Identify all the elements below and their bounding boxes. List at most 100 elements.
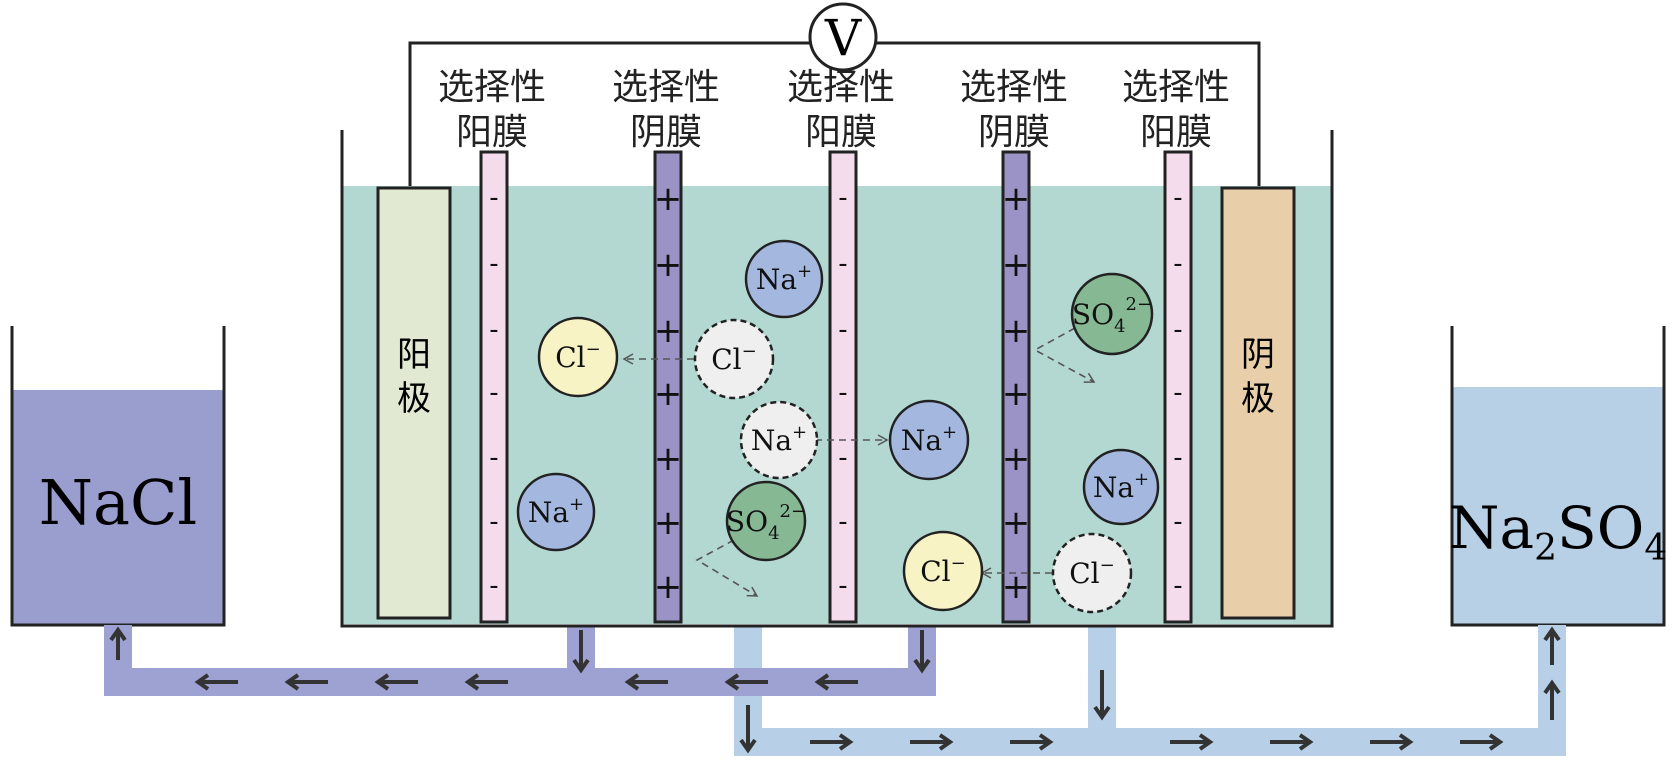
migration-arrows bbox=[622, 327, 1096, 597]
membrane-charge-sign: - bbox=[1173, 571, 1182, 601]
ion-formula: Na+ bbox=[1093, 469, 1149, 504]
circuit-wire-right bbox=[876, 41, 1261, 186]
cl-ion: Cl− bbox=[1051, 532, 1133, 614]
membrane-charge-sign: - bbox=[489, 315, 498, 345]
na2so4-label-so: SO bbox=[1557, 494, 1644, 562]
cathode-label-char2: 极 bbox=[1241, 379, 1275, 419]
ion-formula: Cl− bbox=[555, 339, 600, 374]
membrane-label-line2: 阴膜 bbox=[978, 112, 1050, 153]
ion-formula: Na+ bbox=[901, 422, 957, 457]
membrane-charge-sign: - bbox=[489, 571, 498, 601]
na2so4-label-na: Na bbox=[1449, 494, 1534, 562]
membrane-charge-sign: - bbox=[838, 378, 847, 408]
membrane-charge-sign: - bbox=[1173, 443, 1182, 473]
na2so4-tank-liquid bbox=[1452, 387, 1664, 625]
na-ion: Na+ bbox=[739, 400, 819, 480]
membrane-charge-sign: + bbox=[1002, 311, 1031, 351]
external-circuit: V bbox=[408, 2, 1261, 186]
ion-circle bbox=[1082, 448, 1160, 526]
ion-formula: Cl− bbox=[711, 341, 756, 376]
anion-membrane-strip bbox=[653, 150, 683, 624]
membrane-charge-sign: + bbox=[1002, 179, 1031, 219]
membrane-charge-sign: - bbox=[838, 571, 847, 601]
na2so4-label-sub2: 2 bbox=[1534, 528, 1557, 569]
cathode-label-char1: 阴 bbox=[1241, 335, 1275, 375]
membrane-charge-sign: - bbox=[838, 507, 847, 537]
anion-membrane-strip bbox=[1001, 150, 1031, 624]
ion-formula: Cl− bbox=[920, 553, 965, 588]
membrane-charge-sign: - bbox=[1173, 507, 1182, 537]
ion-ghost-circle bbox=[1051, 532, 1133, 614]
cation-membrane-strip bbox=[1163, 150, 1193, 624]
membrane-charge-sign: - bbox=[838, 249, 847, 279]
cl-ion: Cl− bbox=[693, 318, 775, 400]
na-ion: Na+ bbox=[888, 399, 970, 481]
membrane-label-line2: 阳膜 bbox=[456, 112, 528, 153]
ion-circle bbox=[744, 239, 824, 319]
membrane-label-line1: 选择性 bbox=[438, 67, 546, 108]
membrane-charge-sign: - bbox=[489, 249, 498, 279]
membrane-charge-sign: + bbox=[654, 439, 683, 479]
nacl-pipe-flow-arrows bbox=[109, 626, 931, 691]
ion-formula: Cl− bbox=[1069, 555, 1114, 590]
membranes: -------选择性阳膜+++++++选择性阴膜-------选择性阳膜++++… bbox=[438, 67, 1230, 624]
membrane-charge-sign: - bbox=[1173, 315, 1182, 345]
anode-label-char2: 极 bbox=[397, 379, 431, 419]
ion-formula: SO42− bbox=[1072, 294, 1152, 337]
na-ion: Na+ bbox=[744, 239, 824, 319]
nacl-return-pipe bbox=[104, 625, 936, 696]
so4-ion: SO42− bbox=[725, 480, 807, 562]
na-ion: Na+ bbox=[516, 472, 596, 552]
nacl-tank-label: NaCl bbox=[39, 466, 197, 539]
so4-bounce-arrow-left bbox=[695, 539, 759, 597]
na2so4-tank bbox=[1450, 326, 1666, 627]
na2so4-pipe-flow-arrows bbox=[739, 626, 1561, 754]
ions: Na+ Cl− Cl− Na+ Na+ Na+ SO42− SO42− Na+ Cl− Cl− bbox=[516, 239, 1160, 614]
voltmeter-symbol: V bbox=[824, 9, 862, 67]
ion-formula: Na+ bbox=[756, 261, 812, 296]
so4-ion: SO42− bbox=[1070, 272, 1154, 356]
ion-formula: Na+ bbox=[528, 494, 584, 529]
na-ion: Na+ bbox=[1082, 448, 1160, 526]
ion-circle bbox=[516, 472, 596, 552]
anode: 阳 极 bbox=[376, 186, 452, 620]
cation-membrane-strip bbox=[479, 150, 509, 624]
anode-label-char1: 阳 bbox=[397, 335, 431, 375]
cl-ion: Cl− bbox=[902, 530, 984, 612]
membrane-charge-sign: + bbox=[654, 374, 683, 414]
ion-circle bbox=[537, 316, 619, 398]
membrane-charge-sign: + bbox=[1002, 374, 1031, 414]
membrane-charge-sign: - bbox=[489, 378, 498, 408]
membrane-charge-sign: + bbox=[654, 311, 683, 351]
membrane-charge-sign: + bbox=[654, 503, 683, 543]
nacl-tank bbox=[10, 326, 226, 627]
membrane-label-line1: 选择性 bbox=[612, 67, 720, 108]
membrane-label-line2: 阳膜 bbox=[805, 112, 877, 153]
membrane-charge-sign: + bbox=[1002, 439, 1031, 479]
ion-circle bbox=[1070, 272, 1154, 356]
ion-formula: SO42− bbox=[726, 501, 806, 544]
membrane-charge-sign: + bbox=[654, 179, 683, 219]
membrane-charge-sign: - bbox=[489, 507, 498, 537]
ion-circle bbox=[725, 480, 807, 562]
membrane-charge-sign: - bbox=[489, 443, 498, 473]
membrane-label-line1: 选择性 bbox=[1122, 67, 1230, 108]
ion-ghost-circle bbox=[739, 400, 819, 480]
membrane-charge-sign: + bbox=[654, 245, 683, 285]
cathode: 阴 极 bbox=[1220, 186, 1296, 620]
circuit-wire bbox=[408, 41, 810, 186]
membrane-charge-sign: + bbox=[654, 567, 683, 607]
cl-ion: Cl− bbox=[537, 316, 619, 398]
membrane-label-line2: 阴膜 bbox=[630, 112, 702, 153]
ion-circle bbox=[902, 530, 984, 612]
membrane-charge-sign: + bbox=[1002, 245, 1031, 285]
membrane-charge-sign: - bbox=[1173, 183, 1182, 213]
membrane-label-line1: 选择性 bbox=[787, 67, 895, 108]
membrane-label-line1: 选择性 bbox=[960, 67, 1068, 108]
flow-arrows bbox=[109, 626, 1561, 754]
so4-bounce-arrow-right bbox=[1033, 327, 1096, 383]
